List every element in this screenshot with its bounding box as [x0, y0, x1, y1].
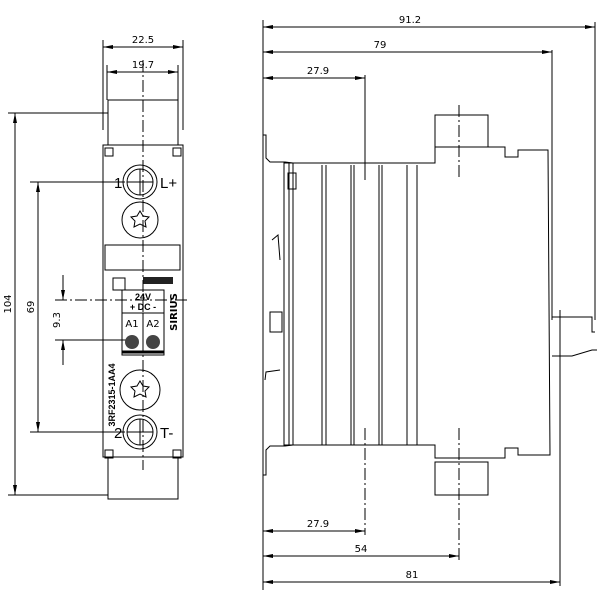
terminal-2-number: 2	[114, 425, 122, 442]
brand-label: SIRIUS	[169, 293, 180, 331]
siemens-logo	[143, 277, 173, 284]
dim-terminal-bottom: 54	[355, 544, 368, 555]
terminal-a2: A2	[146, 319, 159, 330]
dim-terminal-spacing: 69	[26, 301, 37, 314]
top-screw-icon	[122, 164, 158, 200]
dim-width-outer: 22.5	[132, 35, 154, 46]
terminal-1-label: L+	[160, 175, 177, 192]
star-screw-icon-lower	[119, 369, 161, 411]
dim-screw-bottom: 27.9	[307, 519, 329, 530]
terminal-1-number: 1	[114, 175, 122, 192]
dim-overall-top: 91.2	[399, 15, 421, 26]
a2-screw-icon	[146, 335, 160, 349]
dim-overall-bottom: 81	[406, 570, 419, 581]
din-rail-clip	[263, 134, 294, 164]
side-body	[293, 146, 551, 459]
star-screw-icon	[121, 201, 159, 239]
bottom-screw-icon	[122, 414, 158, 450]
dim-body-top: 79	[374, 40, 387, 51]
dim-height-total: 104	[3, 294, 14, 313]
side-knob	[552, 316, 597, 357]
dim-control-offset: 9.3	[52, 312, 63, 328]
dim-screw-top: 27.9	[307, 66, 329, 77]
top-terminal-side	[434, 114, 489, 148]
terminal-2-label: T-	[160, 425, 173, 442]
led-indicator	[112, 277, 126, 291]
model-number: 3RF2315-1AA4	[107, 363, 117, 426]
side-view: 91.2 79 27.9 27.9 54 81	[262, 15, 597, 590]
terminal-a1: A1	[125, 319, 138, 330]
bottom-terminal-side	[434, 461, 489, 496]
a1-screw-icon	[125, 335, 139, 349]
front-view: 22.5 19.7 104 69 9.3 1 L+ 24V + DC	[3, 35, 190, 500]
